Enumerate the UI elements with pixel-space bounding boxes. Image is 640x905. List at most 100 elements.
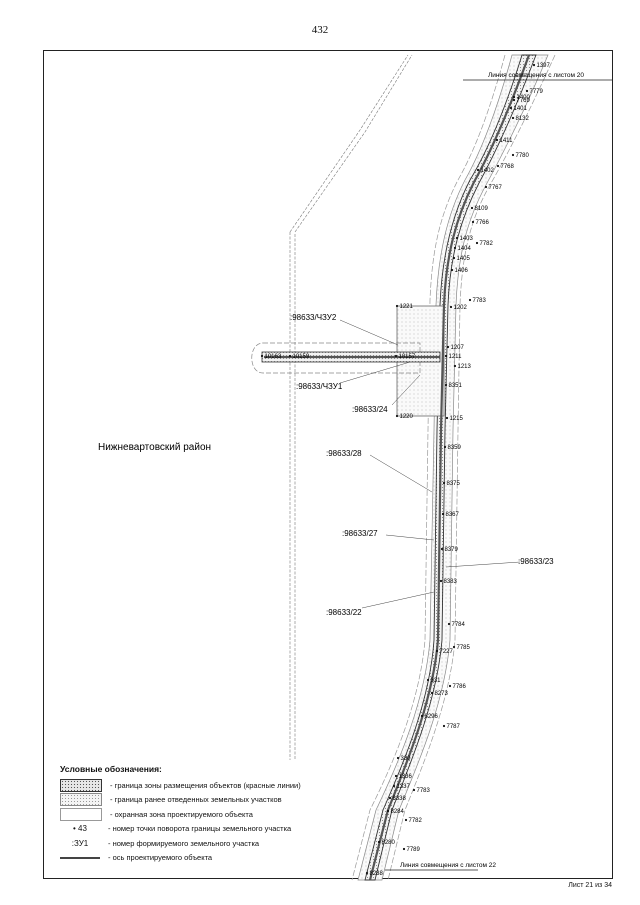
turning-point-label: 7786 (453, 684, 467, 690)
red-line-zone (364, 54, 537, 881)
turning-point: 8280 (377, 840, 396, 846)
legend-item: :ЗУ1 - номер формируемого земельного уча… (60, 836, 360, 851)
turning-point: 7786 (448, 684, 467, 690)
turning-point-dot (430, 691, 434, 695)
turning-point-dot (394, 774, 398, 778)
parcel-label-chzu2: :98633/ЧЗУ2 (290, 313, 337, 322)
turning-point-dot (394, 354, 398, 358)
turning-point: 7769 (512, 98, 531, 104)
turning-point: 8359 (443, 445, 462, 451)
sheet-number: Лист 21 из 34 (568, 882, 612, 889)
district-boundary (289, 54, 413, 760)
turning-point-dot (377, 840, 381, 844)
district-label: Нижневартовский район (98, 442, 211, 453)
turning-point-dot (452, 256, 456, 260)
turning-point: 7780 (511, 153, 530, 159)
turning-point-label: 8109 (475, 206, 489, 212)
turning-point-label: 1397 (537, 63, 551, 69)
turning-point: 1337 (392, 784, 411, 790)
turning-point-label: 1207 (451, 345, 465, 351)
turning-point: 7782 (404, 818, 423, 824)
turning-point: 1215 (445, 416, 464, 422)
turning-point: 1221 (395, 304, 414, 310)
turning-point: 1213 (453, 364, 472, 370)
turning-point-label: 1411 (500, 138, 514, 144)
turning-point: 8109 (470, 206, 489, 212)
turning-point-dot (455, 236, 459, 240)
turning-point-label: 1402 (481, 168, 495, 174)
legend-item: - граница зоны размещения объектов (крас… (60, 778, 360, 793)
turning-point-label: 7227 (440, 649, 454, 655)
page-number: 432 (311, 24, 329, 36)
turning-point-dot (532, 63, 536, 67)
turning-point-label: 8132 (516, 116, 530, 122)
turning-point-label: 7783 (417, 788, 431, 794)
protection-zone-symbol (60, 807, 102, 821)
turning-point-label: 7780 (516, 153, 530, 159)
turning-point: 1411 (495, 138, 514, 144)
turning-point: 8379 (440, 547, 459, 553)
parcel-label-24: :98633/24 (352, 405, 388, 414)
turning-point-label: 10159 (293, 354, 310, 360)
legend-item: - ось проектируемого объекта (60, 851, 360, 866)
turning-point-label: 7789 (407, 847, 421, 853)
legend-text: - граница зоны размещения объектов (крас… (110, 780, 301, 790)
turning-point-label: 7784 (452, 622, 466, 628)
legend-title: Условные обозначения: (60, 764, 162, 774)
turning-point-label: 8359 (448, 445, 462, 451)
turning-point-dot (444, 383, 448, 387)
turning-points: 1397777914007769140181321411778014027768… (260, 63, 551, 877)
turning-point: 1406 (450, 268, 469, 274)
leader-lines (339, 319, 521, 609)
point-symbol: • 43 (73, 824, 87, 834)
map-frame (43, 50, 613, 879)
turning-point: 7779 (525, 89, 544, 95)
turning-point-dot (512, 95, 516, 99)
turning-point-label: 8296 (425, 714, 439, 720)
turning-point-dot (388, 796, 392, 800)
previous-allotment (357, 54, 549, 881)
turning-point-dot (496, 164, 500, 168)
turning-point: 7784 (447, 622, 466, 628)
turning-point-label: 7779 (530, 89, 544, 95)
turning-point-dot (447, 622, 451, 626)
turning-point-label: 8280 (382, 840, 396, 846)
turning-point: 7782 (475, 241, 494, 247)
turning-point: 8383 (439, 579, 458, 585)
turning-point-label: 8273 (435, 691, 449, 697)
turning-point-dot (484, 185, 488, 189)
turning-point: 330 (396, 756, 411, 762)
turning-point-dot (509, 106, 513, 110)
turning-point-label: 8383 (444, 579, 458, 585)
turning-point-dot (402, 847, 406, 851)
turning-point: 1207 (446, 345, 465, 351)
turning-point-label: 7782 (409, 818, 423, 824)
turning-point: 1336 (394, 774, 413, 780)
turning-point: 1211 (444, 354, 463, 360)
turning-point-dot (442, 481, 446, 485)
legend-text: - охранная зона проектируемого объекта (110, 809, 253, 819)
turning-point-label: 1211 (449, 354, 463, 360)
turning-point-label: 7767 (489, 185, 503, 191)
turning-point-dot (453, 364, 457, 368)
turning-point: 10163 (260, 354, 282, 360)
parcel-label-27: :98633/27 (342, 529, 378, 538)
turning-point-dot (396, 756, 400, 760)
turning-point-label: 1337 (397, 784, 411, 790)
legend-text: - граница ранее отведенных земельных уча… (110, 795, 282, 805)
turning-point-label: 1336 (399, 774, 413, 780)
turning-point-label: 1406 (455, 268, 469, 274)
parcel-label-28: :98633/28 (326, 449, 362, 458)
turning-point-dot (395, 304, 399, 308)
turning-point: 7785 (452, 645, 471, 651)
turning-point-label: 7769 (517, 98, 531, 104)
turning-point: 7783 (468, 298, 487, 304)
turning-point: 7766 (471, 220, 490, 226)
turning-point-dot (435, 649, 439, 653)
turning-point-label: 8375 (447, 481, 461, 487)
turning-point: 8288 (365, 871, 384, 877)
turning-point-dot (470, 206, 474, 210)
turning-point-dot (392, 784, 396, 788)
turning-point: 8132 (511, 116, 530, 122)
